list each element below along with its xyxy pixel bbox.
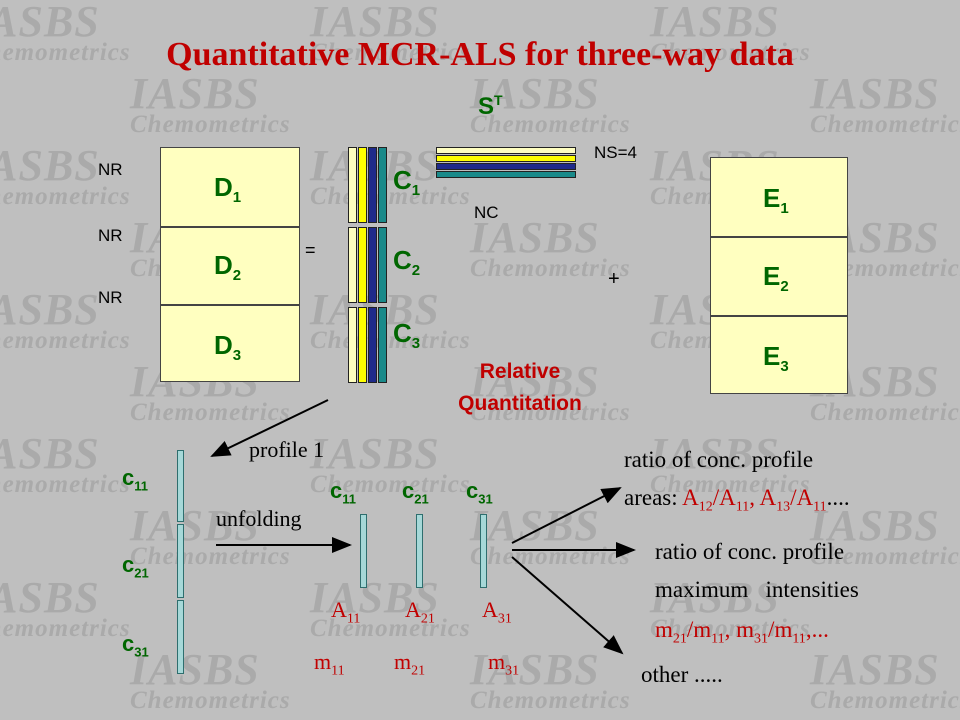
conc-strip-2-4 [378,227,387,303]
max-ratio-line3: m21/m11, m31/m11,... [655,617,829,647]
c2-label: C2 [393,245,421,280]
stacked-bar-1 [177,450,184,522]
max-ratio-line2: maximum intensities [655,577,859,602]
unfolded-c-label-2: c21 [402,478,429,507]
spectrum-strip-3 [436,163,576,170]
area-ratio-line1: ratio of conc. profile [624,447,814,472]
stacked-label-3: c31 [122,631,149,660]
area-label-3: A31 [482,597,512,627]
ns-label: NS=4 [594,143,637,162]
c1-label: C1 [393,165,421,200]
unfolded-c-label-3: c31 [466,478,493,507]
unfolded-bar-3 [480,514,487,588]
nr-label-1: NR [98,160,123,179]
d2-label: D2 [214,250,242,285]
conc-strip-1-1 [348,147,357,223]
relative-quantitation-label: Relative Quantitation [458,360,582,415]
conc-strip-2-1 [348,227,357,303]
plus-sign: + [608,268,620,290]
c3-label: C3 [393,318,421,353]
spectra-strips [436,147,576,187]
conc-strip-3-1 [348,307,357,383]
conc-strip-3-3 [368,307,377,383]
unfolded-c-label-1: c11 [330,478,356,507]
profile-label: profile 1 [249,437,325,462]
max-label-2: m21 [394,649,426,679]
area-ratio-arrow [511,487,622,544]
unfolded-bar-2 [416,514,423,588]
area-label-1: A11 [331,597,361,627]
stacked-label-1: c11 [122,465,148,494]
nc-label: NC [474,203,499,222]
e3-label: E3 [763,341,789,376]
area-label-2: A21 [405,597,435,627]
conc-strip-2-2 [358,227,367,303]
d1-block [160,147,300,227]
d3-label: D3 [214,330,242,365]
other-label: other ..... [641,662,723,687]
equals-sign: = [305,240,316,260]
area-ratio-line2: areas: A12/A11, A13/A11.... [624,485,850,515]
conc-strip-3-2 [358,307,367,383]
spectrum-strip-1 [436,147,576,154]
profile-arrow [210,399,329,457]
max-label-3: m31 [488,649,520,679]
e1-label: E1 [763,183,789,218]
d1-label: D1 [214,172,242,207]
e2-label: E2 [763,261,789,296]
stacked-bar-3 [177,600,184,674]
conc-strip-1-3 [368,147,377,223]
slide-title: Quantitative MCR-ALS for three-way data [166,36,794,73]
max-label-1: m11 [314,649,345,679]
conc-strip-2-3 [368,227,377,303]
other-arrow [511,556,624,655]
spectrum-strip-2 [436,155,576,162]
e3-block [710,316,848,394]
d2-block [160,227,300,305]
d3-block [160,305,300,382]
stacked-bar-2 [177,524,184,598]
nr-label-3: NR [98,288,123,307]
e1-block [710,157,848,237]
stacked-label-2: c21 [122,552,149,581]
conc-strip-1-2 [358,147,367,223]
st-label: ST [478,92,503,120]
e2-block [710,237,848,316]
conc-strip-1-4 [378,147,387,223]
unfolding-label: unfolding [216,506,302,531]
conc-strip-3-4 [378,307,387,383]
nr-label-2: NR [98,226,123,245]
spectrum-strip-4 [436,171,576,178]
unfolded-bar-1 [360,514,367,588]
max-ratio-line1: ratio of conc. profile [655,539,845,564]
